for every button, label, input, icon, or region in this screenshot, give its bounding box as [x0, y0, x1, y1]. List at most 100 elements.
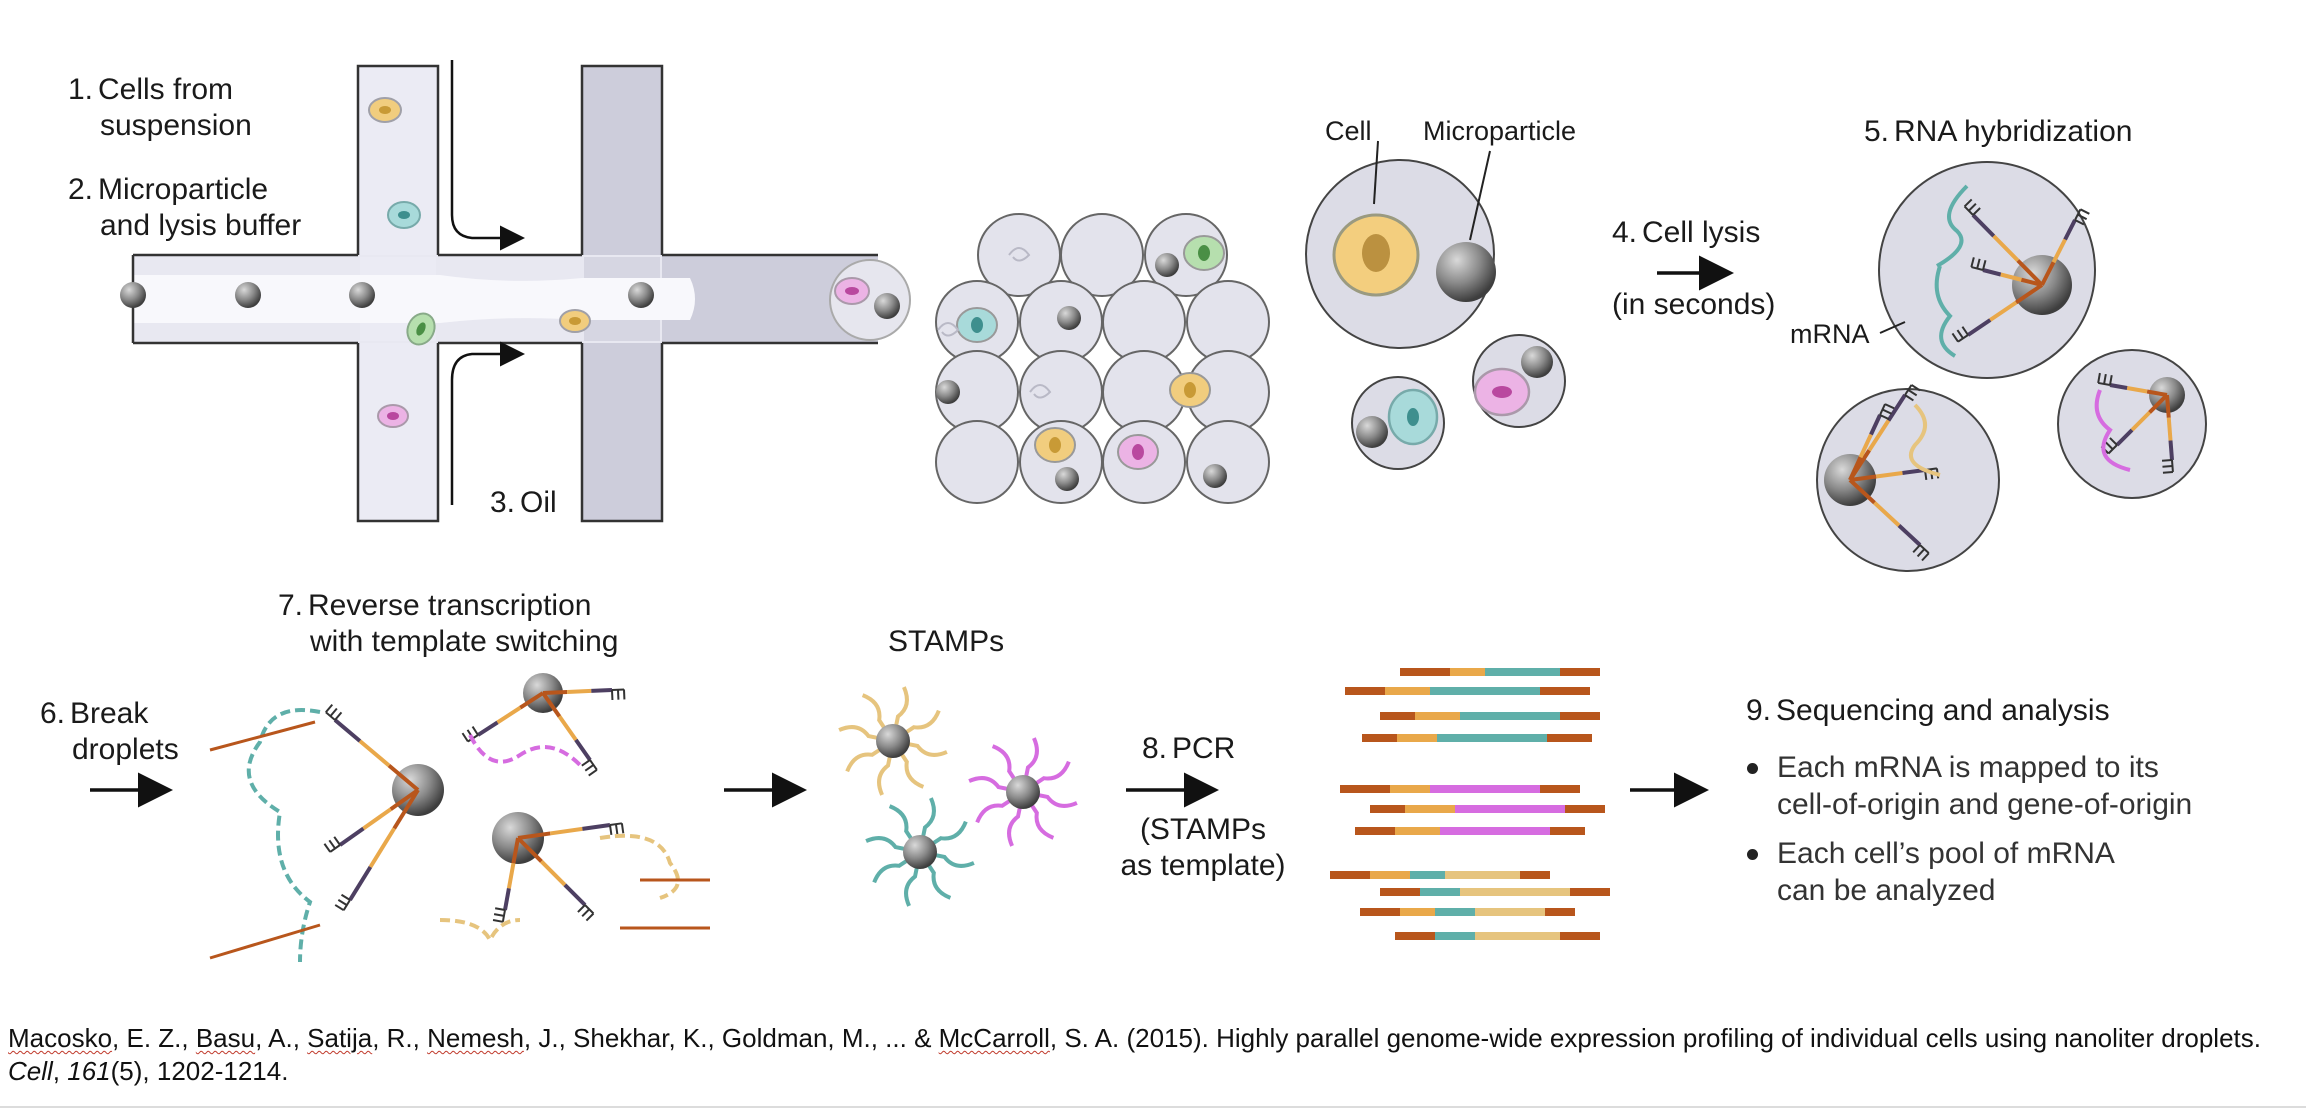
oligo-segment [505, 888, 509, 910]
citation-author: Nemesh [427, 1023, 524, 1053]
oligo-segment [582, 825, 610, 829]
amplicon-segment [1550, 827, 1585, 835]
step-8-text: PCR [1172, 732, 1235, 765]
oligo-segment [2167, 395, 2169, 418]
amplicon-segment [1330, 871, 1370, 879]
bead-icon [1057, 306, 1081, 330]
amplicon-segment [1397, 734, 1437, 742]
step-3-text: Oil [520, 486, 557, 519]
amplicon-segment [1450, 668, 1485, 676]
step-4-text: Cell lysis [1642, 216, 1760, 249]
citation-text: , J., Shekhar, K., Goldman, M., ... & [524, 1023, 939, 1053]
amplicon-segment [1475, 932, 1560, 940]
stamps-cluster [839, 687, 1077, 906]
polyt-tick [616, 824, 617, 834]
polyt-stem [330, 845, 340, 852]
step-4-sub: (in seconds) [1612, 287, 1775, 323]
amplicon-segment [1340, 785, 1390, 793]
droplet-icon [830, 260, 910, 340]
amplicon-segment [1560, 932, 1600, 940]
polyt-tick [589, 770, 597, 776]
cell-icon [1475, 369, 1529, 415]
amplicon-segment [1547, 734, 1592, 742]
amplicon-segment [1345, 687, 1385, 695]
oligo-segment [550, 829, 582, 834]
polyt-tick [462, 733, 467, 741]
step-2-number: 2. [68, 172, 98, 208]
oligo-segment [2171, 441, 2173, 461]
cell-icon [1035, 428, 1075, 462]
amplicon-segment [1565, 805, 1605, 813]
polyt-tick [335, 712, 341, 720]
amplicon-segment [1380, 888, 1420, 896]
amplicon-segment [1390, 785, 1430, 793]
amplicon-segment [1362, 734, 1397, 742]
step-3-number: 3. [490, 485, 520, 521]
amplicon-segment [1460, 712, 1560, 720]
cell-icon [560, 310, 590, 332]
bead-icon [120, 282, 146, 308]
citation-text: , R., [372, 1023, 427, 1053]
amplicon-segment [1437, 734, 1547, 742]
step-6-number: 6. [40, 696, 70, 732]
polyt-tick [493, 920, 503, 922]
amplicon-segment [1540, 687, 1590, 695]
citation-pages: (5), 1202-1214. [111, 1056, 289, 1086]
amplicon-segment [1435, 932, 1475, 940]
amplicon-segment [1460, 888, 1570, 896]
amplicon-segment [1420, 888, 1460, 896]
step-8-sub-line2: as template) [1120, 849, 1285, 882]
tso-strand [210, 722, 315, 750]
polyt-tick [622, 823, 623, 833]
step-6-label: 6.Break droplets [40, 696, 179, 768]
bullet-1-line2: cell-of-origin and gene-of-origin [1777, 788, 2192, 821]
step-1-line1: Cells from [98, 73, 233, 106]
amplicon-segment [1395, 827, 1440, 835]
amplicon-segment [1400, 668, 1450, 676]
bead-icon [1006, 775, 1040, 809]
polyt-stem [503, 910, 505, 922]
polyt-tick [586, 913, 593, 920]
citation-text: , S. A. (2015). Highly parallel genome-w… [1050, 1023, 2261, 1053]
polyt-tick [338, 900, 347, 905]
amplicon-segment [1415, 712, 1460, 720]
cdna-strand [600, 836, 678, 898]
droplet-emulsion [936, 214, 1269, 503]
polyt-tick [585, 765, 593, 771]
citation-author: Macosko [8, 1023, 112, 1053]
polyt-tick [494, 914, 504, 916]
oil-flow-arrow-top [452, 60, 520, 238]
step-8-sub-line1: (STAMPs [1140, 813, 1266, 846]
oligo-segment [370, 829, 394, 868]
oligo-segment [478, 722, 498, 735]
cell-icon [1170, 373, 1210, 407]
oligo-segment [591, 690, 612, 691]
bead-icon [903, 835, 937, 869]
step-8-sub: (STAMPs as template) [1108, 812, 1298, 884]
stamps-label: STAMPs [888, 624, 1004, 660]
oligo-segment [567, 691, 591, 692]
oligo-segment [576, 740, 590, 760]
step-8-label: 8.PCR [1142, 731, 1235, 767]
oligo-segment [565, 885, 585, 905]
polyt-tick [2162, 460, 2172, 461]
polyt-stem [2172, 460, 2173, 472]
amplicon-segment [1520, 871, 1550, 879]
hybridization-droplets [1817, 162, 2206, 571]
polyt-tick [582, 760, 590, 766]
citation-author: McCarroll [939, 1023, 1050, 1053]
polyt-stem [344, 900, 350, 910]
bead-icon [876, 724, 910, 758]
amplicon-segment [1475, 908, 1545, 916]
cell-icon [369, 98, 401, 122]
step-3-label: 3.Oil [490, 485, 557, 521]
oligo-segment [509, 863, 514, 888]
step-6-line2: droplets [40, 733, 179, 766]
step-5-number: 5. [1864, 114, 1894, 150]
bead-icon [936, 380, 960, 404]
polyt-tick [341, 895, 350, 900]
amplicon-segment [1380, 712, 1415, 720]
amplicon-segment [1570, 888, 1610, 896]
step-1-label: 1.Cells from suspension [68, 72, 252, 144]
